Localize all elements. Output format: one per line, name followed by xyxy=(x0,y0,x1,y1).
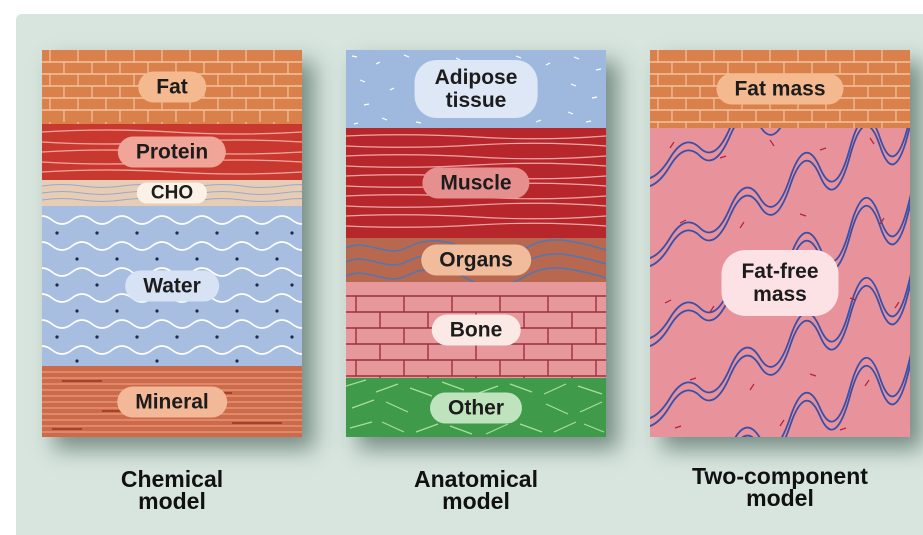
caption-line1: Anatomical xyxy=(346,468,606,490)
protein-layer: Protein xyxy=(42,124,302,180)
water-layer: Water xyxy=(42,206,302,366)
other-label: Other xyxy=(430,392,522,423)
organs-layer: Organs xyxy=(346,238,606,282)
organs-label: Organs xyxy=(421,245,531,276)
bone-label: Bone xyxy=(432,315,521,346)
mineral-layer: Mineral xyxy=(42,366,302,437)
fat-free-mass-label-line1: Fat-free xyxy=(741,260,818,283)
anatomical-model-column: Adipose tissue Muscle Organ xyxy=(346,50,606,437)
protein-label: Protein xyxy=(118,137,226,168)
cho-layer: CHO xyxy=(42,180,302,206)
caption-line1: Two-component xyxy=(650,465,910,487)
fat-free-mass-label: Fat-free mass xyxy=(721,250,838,316)
caption-line2: model xyxy=(650,487,910,509)
adipose-layer: Adipose tissue xyxy=(346,50,606,128)
adipose-tissue-label: Adipose tissue xyxy=(415,60,538,118)
bone-layer: Bone xyxy=(346,282,606,378)
caption-line2: model xyxy=(42,490,302,512)
muscle-label: Muscle xyxy=(422,168,529,199)
mineral-label: Mineral xyxy=(117,386,227,417)
cho-label: CHO xyxy=(137,183,207,204)
fat-mass-layer: Fat mass xyxy=(650,50,910,128)
fat-mass-label: Fat mass xyxy=(716,74,843,105)
water-label: Water xyxy=(125,271,219,302)
anatomical-model-caption: Anatomical model xyxy=(346,468,606,512)
other-layer: Other xyxy=(346,378,606,437)
adipose-label-line2: tissue xyxy=(435,89,518,112)
muscle-layer: Muscle xyxy=(346,128,606,238)
fat-label: Fat xyxy=(138,72,206,103)
caption-line1: Chemical xyxy=(42,468,302,490)
fat-free-mass-layer: Fat-free mass xyxy=(650,128,910,437)
chemical-model-caption: Chemical model xyxy=(42,468,302,512)
adipose-label-line1: Adipose xyxy=(435,66,518,89)
caption-line2: model xyxy=(346,490,606,512)
fat-free-mass-label-line2: mass xyxy=(741,283,818,306)
fat-layer: Fat xyxy=(42,50,302,124)
chemical-model-column: Fat Protein CHO xyxy=(42,50,302,437)
two-component-model-caption: Two-component model xyxy=(650,465,910,509)
two-component-model-column: Fat mass xyxy=(650,50,910,437)
